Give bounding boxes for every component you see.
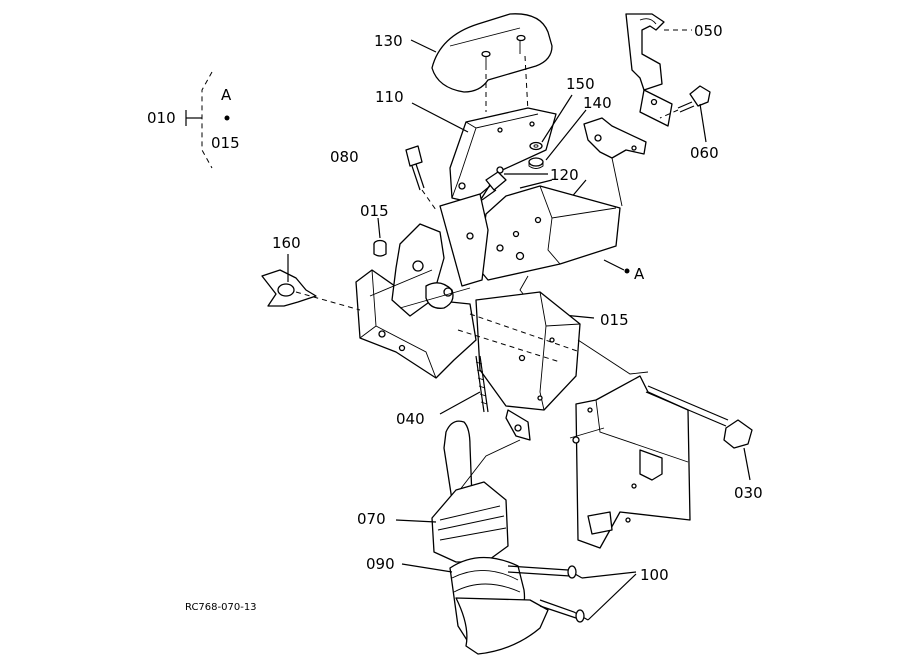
- middle-bracket: [457, 291, 649, 441]
- part-150-washer: [529, 141, 543, 151]
- label-150: 150: [566, 75, 595, 93]
- label-050: 050: [694, 22, 723, 40]
- detail-a-letter: A: [221, 86, 232, 104]
- label-140: 140: [583, 94, 612, 112]
- detail-a-dot: [224, 115, 230, 121]
- right-frame: [569, 375, 691, 549]
- part-030-bolt: [645, 385, 753, 449]
- label-070: 070: [357, 510, 386, 528]
- right-mount-plate: [583, 117, 647, 207]
- label-090: 090: [366, 555, 395, 573]
- part-110-housing: [449, 107, 557, 205]
- reference-code: RC768-070-13: [185, 602, 257, 613]
- part-040-spring: [475, 355, 489, 413]
- label-030: 030: [734, 484, 763, 502]
- main-box-bracket: [439, 185, 621, 301]
- part-130-cover: [431, 13, 553, 113]
- part-080-bolt: [405, 145, 437, 211]
- detail-a-marker-letter: A: [634, 265, 645, 283]
- part-050-bracket: [625, 13, 673, 127]
- label-080: 080: [330, 148, 359, 166]
- label-110: 110: [375, 88, 404, 106]
- part-060-bolt: [659, 85, 711, 119]
- detail-a-callout: A 015 010: [147, 71, 240, 169]
- part-140-nut: [528, 157, 544, 169]
- part-100-clamps: [507, 565, 589, 623]
- label-120: 120: [550, 166, 579, 184]
- part-090-boot: [449, 556, 549, 655]
- part-070-joystick: [431, 420, 521, 563]
- label-015-lower: 015: [600, 311, 629, 329]
- label-130: 130: [374, 32, 403, 50]
- part-015-spacer-left: [373, 239, 387, 257]
- label-160: 160: [272, 234, 301, 252]
- label-010: 010: [147, 109, 176, 127]
- label-100: 100: [640, 566, 669, 584]
- part-160-wing-nut: [261, 269, 361, 311]
- label-015-detail: 015: [211, 134, 240, 152]
- detail-a-marker-dot: [624, 268, 630, 274]
- label-040: 040: [396, 410, 425, 428]
- lever-plate-assembly: [355, 223, 477, 379]
- label-015-upper: 015: [360, 202, 389, 220]
- label-060: 060: [690, 144, 719, 162]
